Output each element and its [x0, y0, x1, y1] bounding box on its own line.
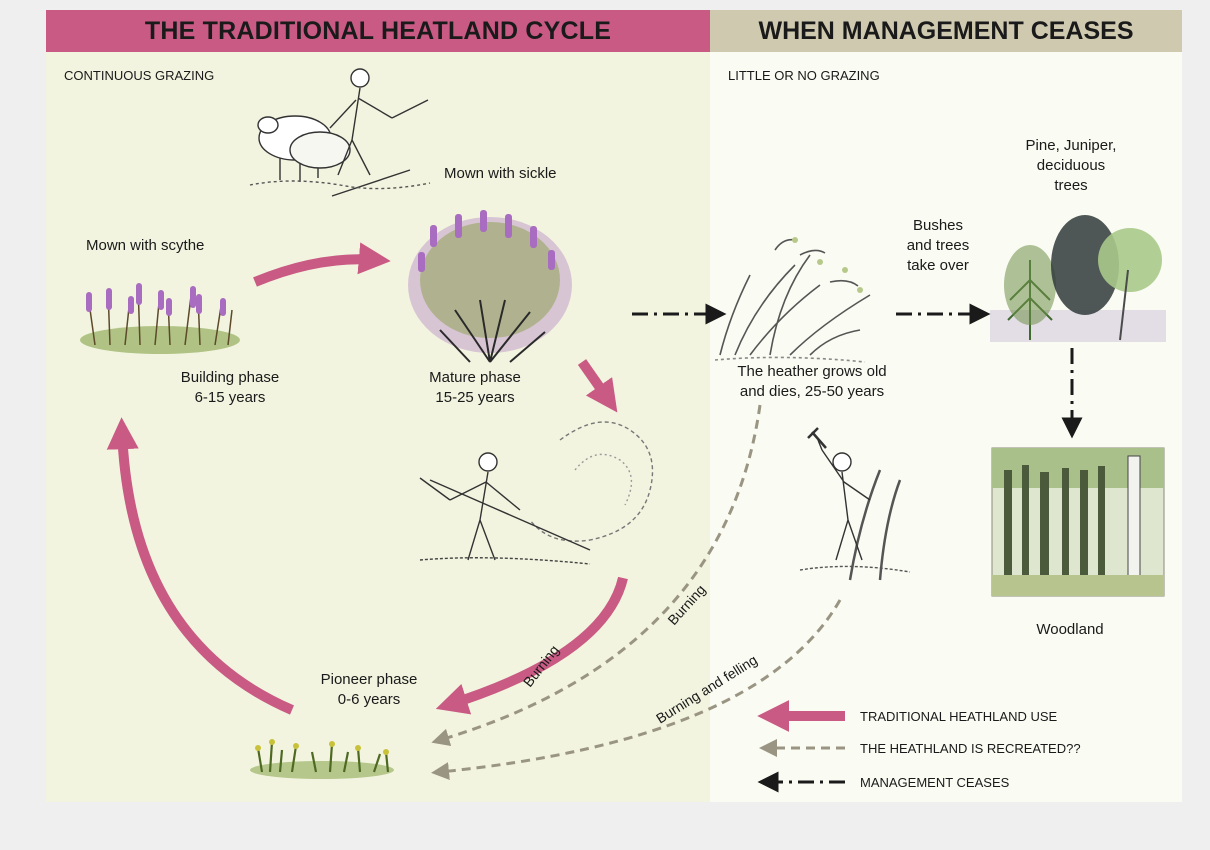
pioneer-phase-title: Pioneer phase	[320, 671, 418, 688]
arrow-mature-to-burning	[577, 359, 618, 413]
traditional-cycle-header: THE TRADITIONAL HEATLAND CYCLE	[46, 10, 710, 52]
bushes-line2: and trees	[906, 237, 970, 254]
continuous-grazing-label: CONTINUOUS GRAZING	[64, 68, 215, 83]
heather-old-line1: The heather grows old	[737, 363, 887, 380]
trees-line3: trees	[1054, 177, 1088, 194]
building-phase-years: 6-15 years	[194, 389, 266, 406]
pioneer-phase-heather-illustration	[250, 739, 394, 779]
traditional-cycle-panel	[46, 52, 710, 802]
arrow-building-to-mature	[253, 242, 391, 287]
legend-recreated-label: THE HEATHLAND IS RECREATED??	[860, 741, 1081, 756]
mature-phase-label: Mature phase 15-25 years	[410, 368, 540, 408]
sheep-and-sickle-illustration	[249, 68, 431, 197]
trees-line1: Pine, Juniper,	[1025, 137, 1117, 154]
building-phase-title: Building phase	[180, 369, 280, 386]
trees-label: Pine, Juniper, deciduous trees	[1006, 136, 1136, 196]
management-ceases-panel	[710, 52, 1182, 802]
arrow-burning-felling-recreate	[431, 599, 842, 781]
legend-traditional-label: TRADITIONAL HEATHLAND USE	[860, 709, 1058, 724]
bushes-line3: take over	[907, 257, 969, 274]
pioneer-phase-years: 0-6 years	[337, 691, 401, 708]
burning-felling-label: Burning and felling	[653, 652, 760, 727]
burning-label-solid: Burning	[520, 642, 562, 690]
felling-man-illustration	[799, 427, 911, 581]
little-grazing-label: LITTLE OR NO GRAZING	[728, 68, 880, 83]
woodland-illustration	[991, 447, 1165, 597]
arrow-burning-recreate	[431, 404, 762, 747]
bushes-take-over-label: Bushes and trees take over	[896, 216, 980, 276]
mature-phase-years: 15-25 years	[435, 389, 515, 406]
building-phase-heather-illustration	[80, 283, 240, 354]
woodland-label: Woodland	[1036, 621, 1104, 638]
management-ceases-header: WHEN MANAGEMENT CEASES	[710, 10, 1182, 52]
mown-scythe-label: Mown with scythe	[86, 237, 205, 254]
arrow-burning-to-pioneer	[435, 576, 628, 715]
legend-ceases-label: MANAGEMENT CEASES	[860, 775, 1010, 790]
bushes-line1: Bushes	[912, 217, 964, 234]
mature-phase-heather-illustration	[408, 210, 572, 363]
heather-old-line2: and dies, 25-50 years	[739, 383, 885, 400]
heather-old-label: The heather grows old and dies, 25-50 ye…	[714, 362, 910, 402]
dying-heather-illustration	[714, 237, 871, 363]
trees-illustration	[990, 215, 1166, 342]
burning-man-illustration	[419, 421, 654, 565]
trees-line2: deciduous	[1036, 157, 1106, 174]
mown-sickle-label: Mown with sickle	[444, 165, 557, 182]
arrow-pioneer-to-building	[106, 417, 294, 715]
building-phase-label: Building phase 6-15 years	[160, 368, 300, 408]
pioneer-phase-label: Pioneer phase 0-6 years	[304, 670, 434, 710]
mature-phase-title: Mature phase	[429, 369, 521, 386]
